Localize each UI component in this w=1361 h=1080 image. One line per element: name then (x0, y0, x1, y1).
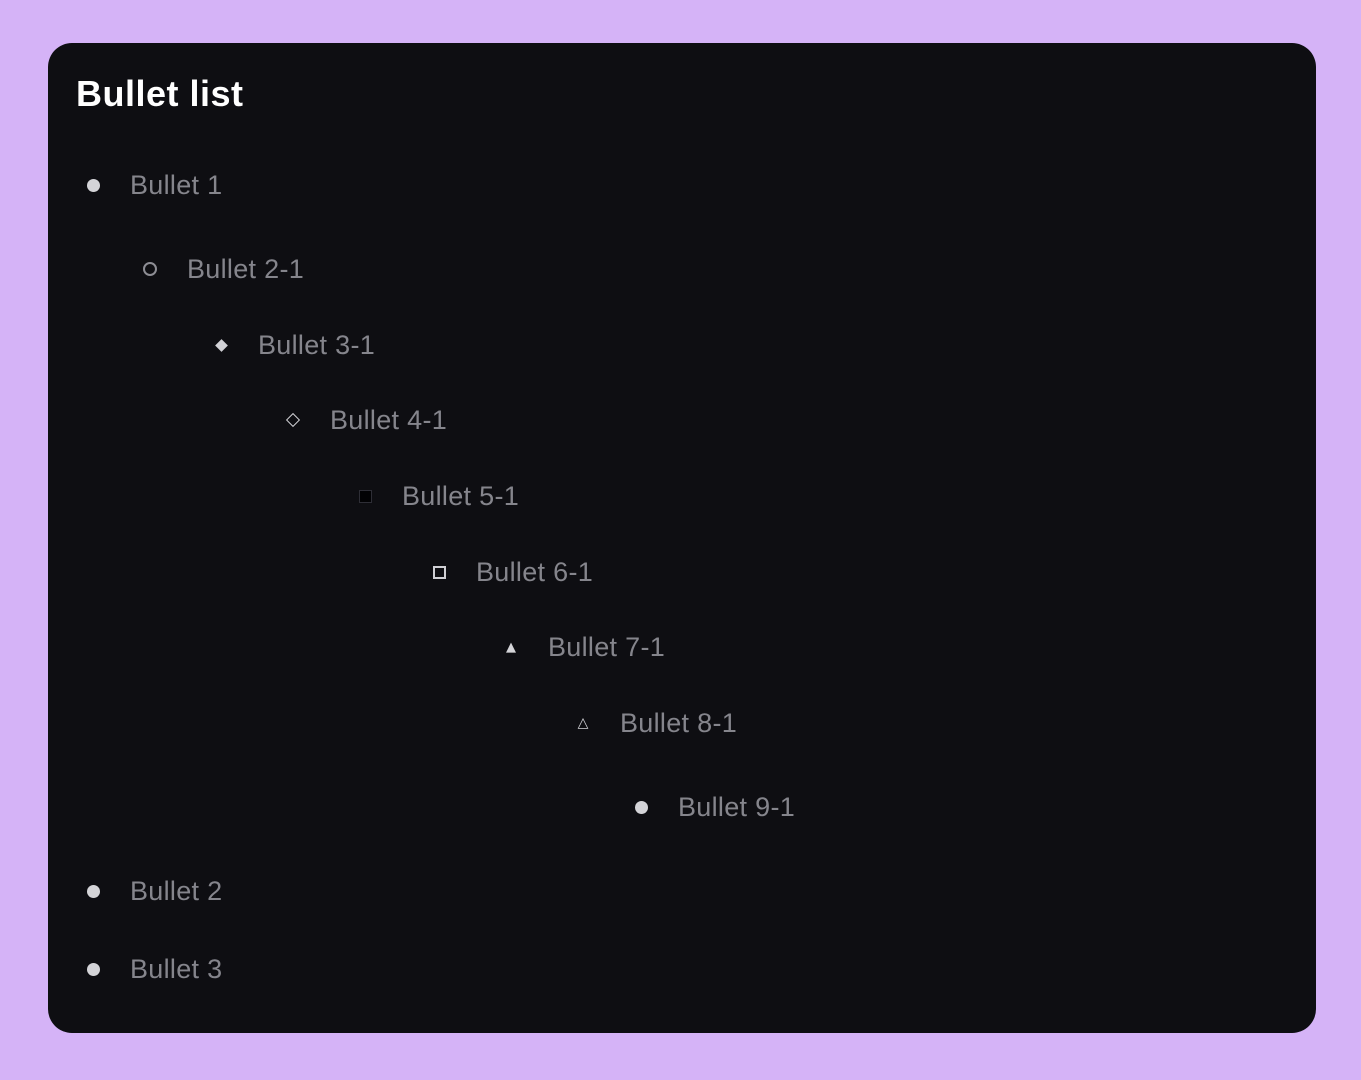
open-circle-bullet-icon (138, 257, 162, 281)
list-item-label: Bullet 4-1 (330, 404, 448, 435)
filled-circle-bullet-icon (81, 879, 105, 903)
list-item: Bullet 3 (81, 949, 222, 989)
list-item: Bullet 4-1 (281, 400, 447, 440)
filled-circle-bullet-icon (629, 795, 653, 819)
list-item: Bullet 3-1 (209, 325, 375, 365)
filled-triangle-bullet-icon (499, 635, 523, 659)
list-item: Bullet 6-1 (427, 552, 593, 592)
list-item: Bullet 2-1 (138, 249, 304, 289)
dark-filled-square-bullet-icon (353, 484, 377, 508)
filled-diamond-bullet-icon (209, 333, 233, 357)
list-item-label: Bullet 9-1 (678, 791, 796, 822)
list-item: Bullet 5-1 (353, 476, 519, 516)
list-item-label: Bullet 8-1 (620, 707, 738, 738)
list-item-label: Bullet 3 (130, 953, 223, 984)
list-item-label: Bullet 2-1 (187, 253, 305, 284)
open-diamond-bullet-icon (281, 408, 305, 432)
open-triangle-bullet-icon (571, 711, 595, 735)
list-item-label: Bullet 5-1 (402, 480, 520, 511)
list-item: Bullet 7-1 (499, 627, 665, 667)
list-item-label: Bullet 7-1 (548, 631, 666, 662)
open-square-bullet-icon (427, 560, 451, 584)
page-title: Bullet list (76, 73, 244, 114)
list-item: Bullet 1 (81, 165, 222, 205)
list-item-label: Bullet 6-1 (476, 556, 594, 587)
list-item: Bullet 9-1 (629, 787, 795, 827)
list-item: Bullet 8-1 (571, 703, 737, 743)
list-item-label: Bullet 1 (130, 169, 223, 200)
list-item-label: Bullet 2 (130, 875, 223, 906)
list-item: Bullet 2 (81, 871, 222, 911)
filled-circle-bullet-icon (81, 173, 105, 197)
list-item-label: Bullet 3-1 (258, 329, 376, 360)
filled-circle-bullet-icon (81, 957, 105, 981)
